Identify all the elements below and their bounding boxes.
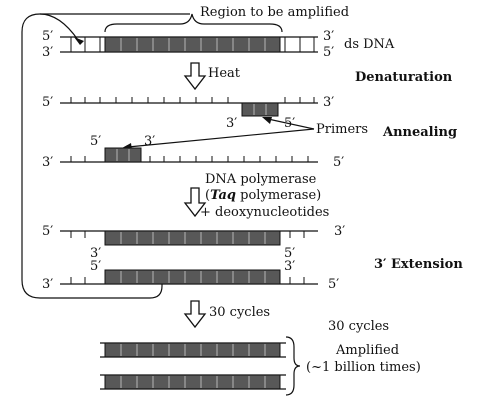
primers-label: Primers: [316, 122, 368, 137]
ext1-top-3prime: 3′: [334, 224, 345, 239]
amplified-label-1: Amplified: [335, 343, 399, 358]
ext2-top-5prime: 5′: [90, 259, 101, 274]
cycle-loop-tail: [39, 13, 79, 41]
ext2-top-3prime: 3′: [284, 259, 295, 274]
amplified-brace: [285, 336, 301, 396]
region-brace: [104, 13, 283, 33]
annealing-top-strand: [60, 97, 318, 117]
anneal-bottom-5prime: 5′: [333, 155, 344, 170]
amplified-product-1: [100, 342, 286, 358]
ext1-top-5prime: 5′: [42, 224, 53, 239]
amplified-product-2: [100, 374, 286, 390]
cycle-loop-arrowhead: [74, 37, 84, 45]
ds-top-3prime: 3′: [323, 29, 334, 44]
annealing-label: Annealing: [382, 125, 457, 140]
primer-bottom: [104, 147, 142, 163]
extension-duplex-1: [60, 230, 318, 246]
primer-pointer-top: [267, 118, 315, 130]
primer-bottom-5prime: 5′: [90, 134, 101, 149]
anneal-top-3prime: 3′: [323, 95, 334, 110]
heat-label: Heat: [208, 66, 241, 81]
heat-arrow: [183, 62, 207, 91]
ds-dna-group: [60, 36, 318, 53]
enzyme-line-2: (Taq polymerase): [205, 188, 321, 203]
denaturation-label: Denaturation: [355, 70, 453, 85]
primer-top-3prime: 3′: [226, 116, 237, 131]
cycles-arrow: [183, 300, 207, 329]
cycle-loop: [21, 13, 190, 299]
cycles-arrow-label: 30 cycles: [209, 305, 270, 320]
ds-dna-ticks: [70, 37, 315, 52]
anneal-top-5prime: 5′: [42, 95, 53, 110]
anneal-bottom-3prime: 3′: [42, 155, 53, 170]
amplified-label-2: (~1 billion times): [306, 360, 421, 375]
ds-top-5prime: 5′: [42, 29, 53, 44]
ext1-bottom-5prime: 5′: [284, 246, 295, 261]
ext2-bottom-3prime: 3′: [42, 277, 53, 292]
primer-top: [241, 102, 279, 117]
cycles-right-label: 30 cycles: [328, 319, 389, 334]
ds-dna-label: ds DNA: [344, 37, 395, 52]
enzyme-line-1: DNA polymerase: [205, 172, 317, 187]
polymerase-arrow: [183, 187, 207, 218]
ds-dna-shaded-region: [104, 36, 281, 53]
ext2-bottom-5prime: 5′: [328, 277, 339, 292]
region-label: Region to be amplified: [200, 5, 349, 20]
ds-bottom-5prime: 5′: [323, 45, 334, 60]
primer-pointer-bottom: [127, 128, 315, 148]
annealing-bottom-strand: [60, 147, 318, 163]
ext1-bottom-3prime: 3′: [90, 246, 101, 261]
ds-bottom-3prime: 3′: [42, 45, 53, 60]
extension-label: 3′ Extension: [374, 257, 463, 272]
enzyme-line-3: + deoxynucleotides: [200, 205, 329, 220]
primer-bottom-3prime: 3′: [144, 134, 155, 149]
extension-duplex-2: [60, 269, 318, 285]
